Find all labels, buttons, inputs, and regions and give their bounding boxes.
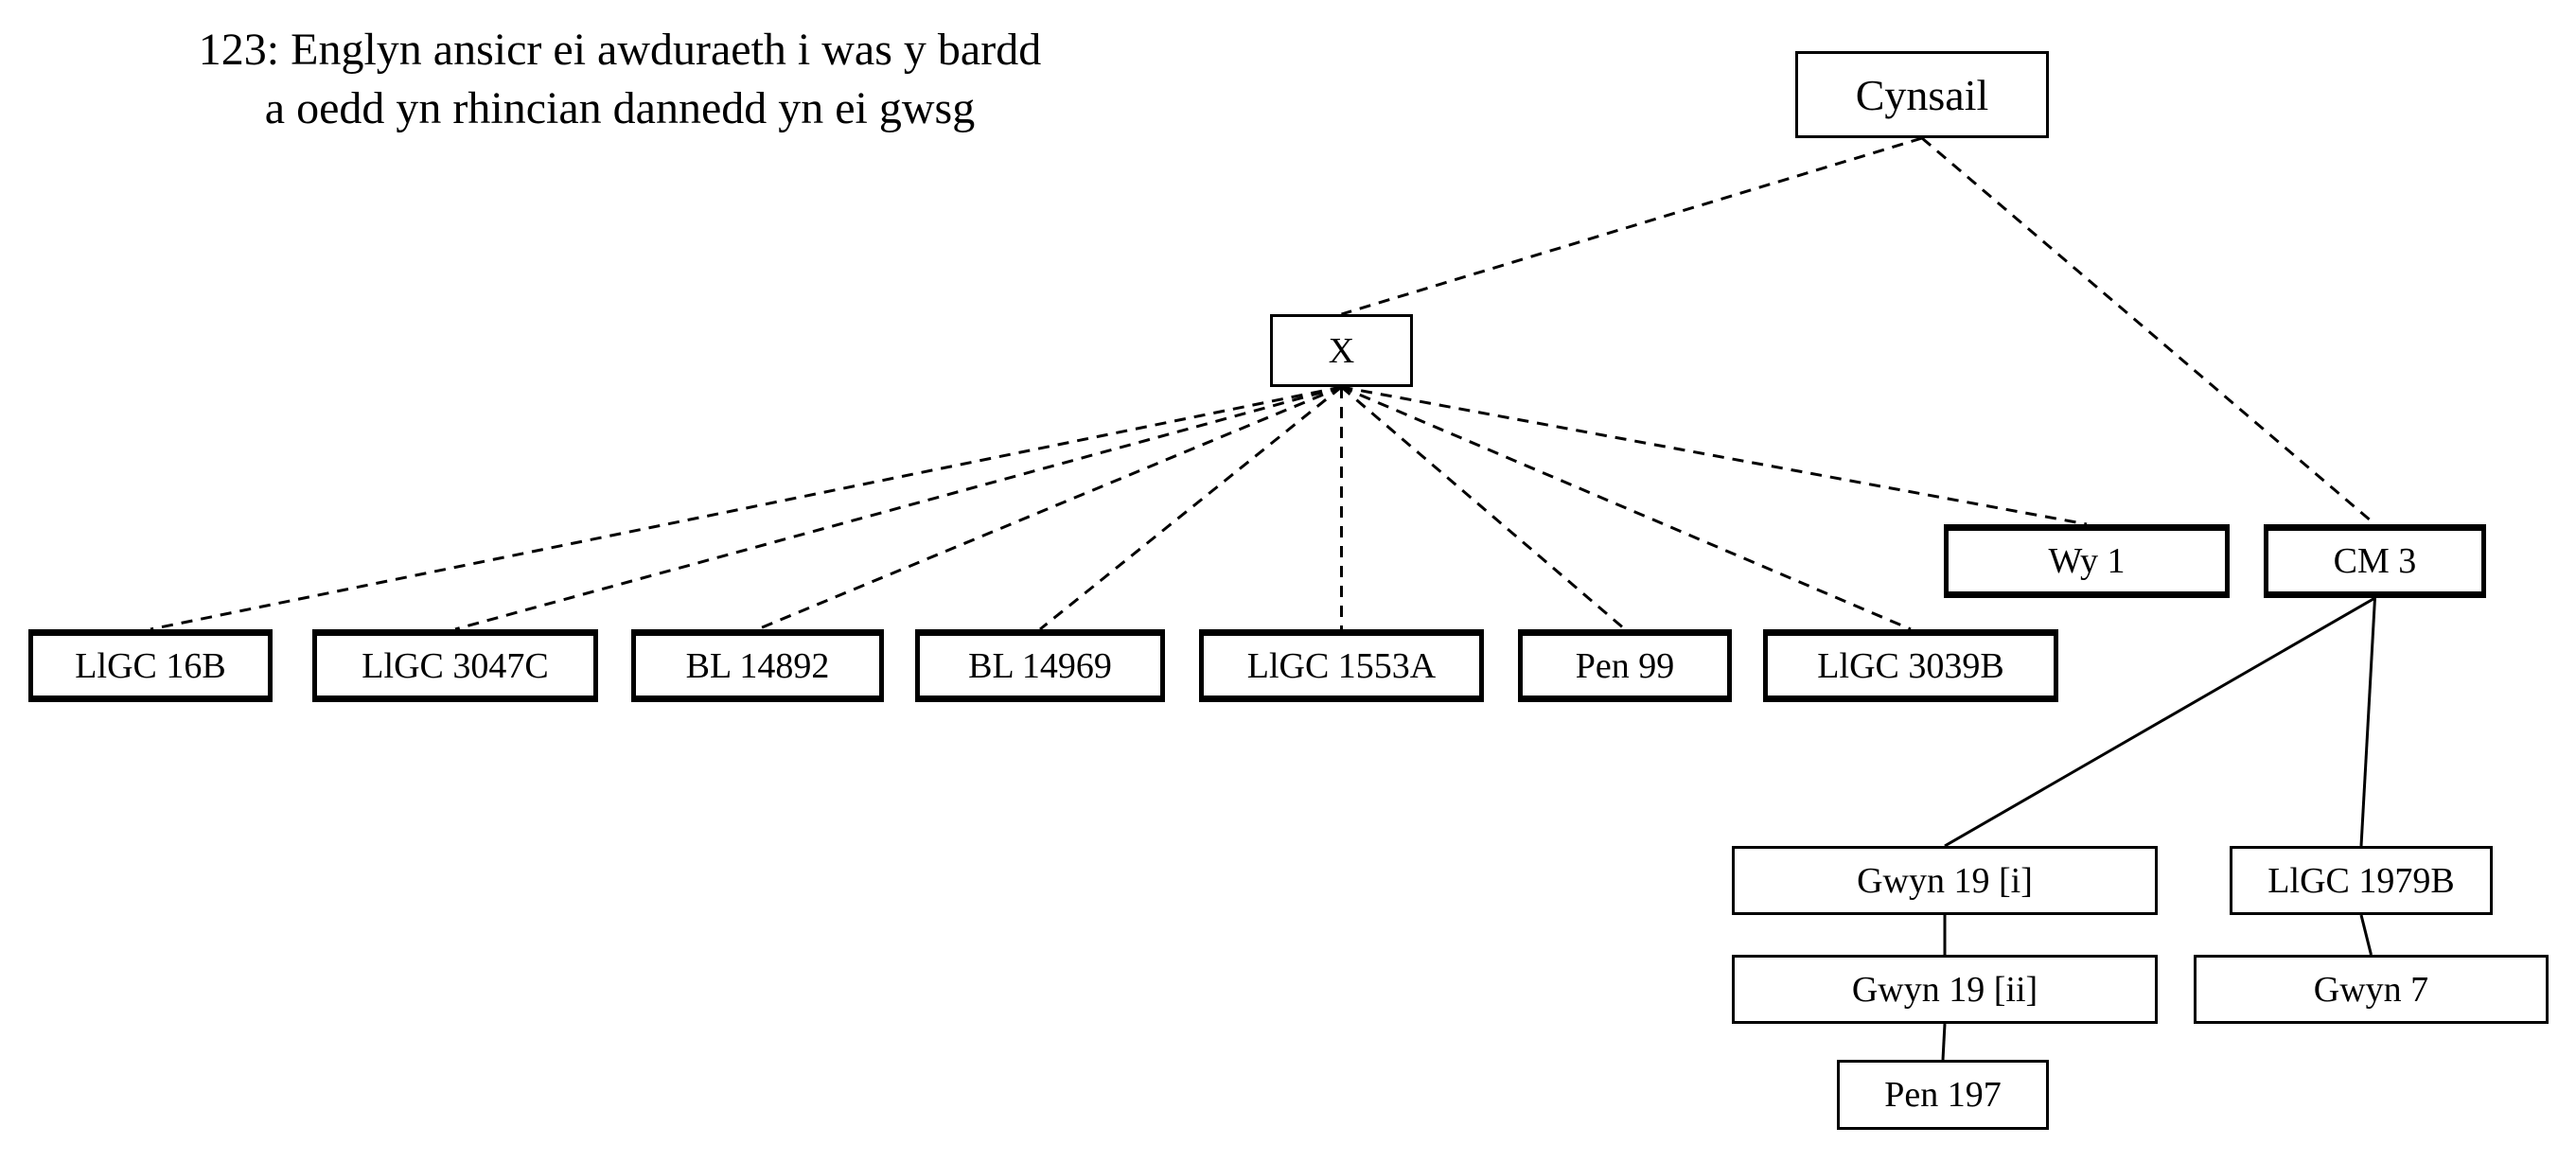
node-label: Gwyn 19 [i]: [1857, 860, 2033, 901]
node-bl-14969: BL 14969: [915, 629, 1165, 702]
node-x: X: [1270, 314, 1413, 387]
edge-x-to-llgc_3047c: [454, 385, 1342, 631]
node-cynsail: Cynsail: [1795, 51, 2049, 138]
node-label: Gwyn 19 [ii]: [1851, 969, 2038, 1010]
edge-cm_3-to-gwyn_19_i: [1944, 596, 2376, 848]
node-label: LlGC 16B: [75, 645, 226, 686]
node-cm-3: CM 3: [2264, 524, 2486, 598]
node-bl-14892: BL 14892: [631, 629, 884, 702]
edge-x-to-wy_1: [1341, 385, 2088, 526]
node-label: Wy 1: [2048, 541, 2126, 581]
node-pen-197: Pen 197: [1837, 1060, 2049, 1130]
edge-x-to-bl_14969: [1039, 385, 1343, 631]
node-llgc-16b: LlGC 16B: [28, 629, 273, 702]
edge-cm_3-to-llgc_1979b: [2359, 597, 2376, 847]
node-label: LlGC 1979B: [2267, 860, 2455, 901]
node-label: X: [1328, 330, 1355, 371]
node-llgc-3039b: LlGC 3039B: [1763, 629, 2058, 702]
node-label: Gwyn 7: [2313, 969, 2429, 1010]
node-llgc-1553a: LlGC 1553A: [1199, 629, 1484, 702]
edge-llgc_1979b-to-gwyn_7: [2359, 914, 2373, 956]
node-pen-99: Pen 99: [1518, 629, 1732, 702]
node-label: LlGC 3047C: [362, 645, 549, 686]
node-label: Pen 197: [1884, 1075, 2002, 1115]
node-label: LlGC 3039B: [1817, 645, 2004, 686]
node-label: BL 14969: [968, 645, 1112, 686]
edge-x-to-bl_14892: [756, 385, 1343, 631]
node-llgc-3047c: LlGC 3047C: [312, 629, 598, 702]
edge-x-to-llgc_3039b: [1340, 385, 1912, 631]
node-label: Cynsail: [1855, 70, 1989, 119]
node-label: Pen 99: [1575, 645, 1675, 686]
node-gwyn-19-ii: Gwyn 19 [ii]: [1732, 955, 2158, 1024]
edge-gwyn_19_ii-to-pen_197: [1941, 1023, 1947, 1061]
edge-x-to-llgc_16b: [150, 385, 1342, 631]
node-label: LlGC 1553A: [1246, 645, 1437, 686]
edge-x-to-pen_99: [1340, 385, 1626, 631]
diagram-title: 123: Englyn ansicr ei awduraeth i was y …: [142, 21, 1098, 138]
edge-cynsail-to-cm_3: [1921, 136, 2376, 526]
node-wy-1: Wy 1: [1944, 524, 2230, 598]
node-gwyn-7: Gwyn 7: [2194, 955, 2549, 1024]
title-line-1: 123: Englyn ansicr ei awduraeth i was y …: [198, 25, 1042, 75]
title-line-2: a oedd yn rhincian dannedd yn ei gwsg: [264, 83, 976, 133]
node-gwyn-19-i: Gwyn 19 [i]: [1732, 846, 2158, 915]
node-llgc-1979b: LlGC 1979B: [2230, 846, 2493, 915]
node-label: BL 14892: [685, 645, 830, 686]
edge-cynsail-to-x: [1341, 136, 1923, 316]
node-label: CM 3: [2333, 541, 2417, 581]
